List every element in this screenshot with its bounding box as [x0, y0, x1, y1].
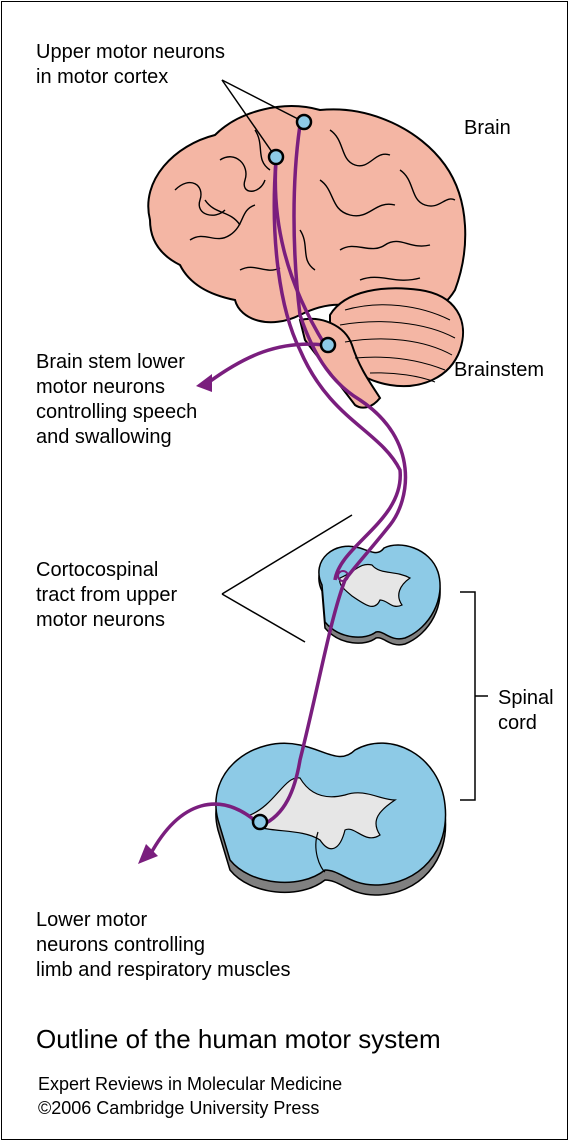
spinal-lmn-node	[253, 815, 267, 829]
label-brain: Brain	[464, 116, 511, 141]
label-line: tract from upper	[36, 583, 177, 608]
upper-motor-neuron-node-1	[297, 115, 311, 129]
label-line: Lower motor	[36, 908, 291, 933]
label-line: limb and respiratory muscles	[36, 958, 291, 983]
label-line: Upper motor neurons	[36, 40, 225, 65]
arrow-brainstem-output	[196, 374, 212, 392]
figure-title: Outline of the human motor system	[36, 1024, 441, 1054]
label-line: Spinal	[498, 686, 554, 711]
label-line: in motor cortex	[36, 65, 225, 90]
label-line: neurons controlling	[36, 933, 291, 958]
label-line: Brain	[464, 116, 511, 141]
credit-journal: Expert Reviews in Molecular Medicine	[38, 1072, 342, 1096]
label-brainstem: Brainstem	[454, 358, 544, 383]
label-lower-motor-neurons: Lower motor neurons controlling limb and…	[36, 908, 291, 983]
spinal-cord-upper	[319, 545, 440, 645]
label-line: motor neurons	[36, 375, 197, 400]
brainstem-lmn-node	[321, 338, 335, 352]
label-line: and swallowing	[36, 425, 197, 450]
label-spinal-cord: Spinal cord	[498, 686, 554, 736]
upper-motor-neuron-node-2	[269, 150, 283, 164]
label-line: Brainstem	[454, 358, 544, 383]
figure-credit: Expert Reviews in Molecular Medicine ©20…	[38, 1072, 342, 1120]
credit-copyright: ©2006 Cambridge University Press	[38, 1096, 342, 1120]
label-corticospinal: Cortocospinal tract from upper motor neu…	[36, 558, 177, 633]
label-line: controlling speech	[36, 400, 197, 425]
label-line: cord	[498, 711, 554, 736]
label-line: Brain stem lower	[36, 350, 197, 375]
label-brainstem-lmn: Brain stem lower motor neurons controlli…	[36, 350, 197, 450]
label-line: motor neurons	[36, 608, 177, 633]
label-line: Cortocospinal	[36, 558, 177, 583]
spinal-cord-bracket	[460, 592, 488, 800]
label-upper-motor-neurons: Upper motor neurons in motor cortex	[36, 40, 225, 90]
